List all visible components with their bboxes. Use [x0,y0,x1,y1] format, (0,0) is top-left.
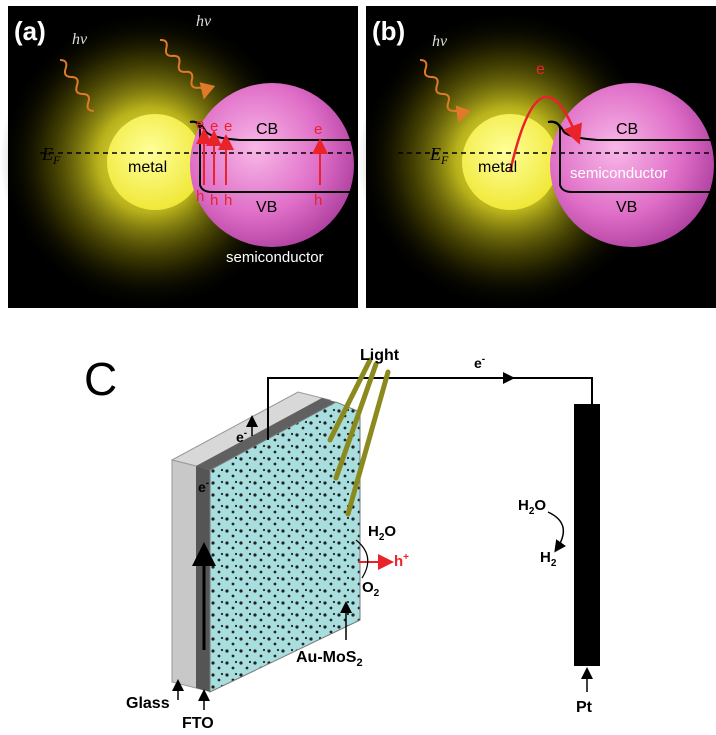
hot-electron-transfer-arrow [508,95,583,173]
svg-text:h: h [224,192,232,209]
au-mos2-electrode [209,401,361,693]
hydrogen-label: H2 [540,549,557,569]
semiconductor-particle [190,83,354,247]
svg-text:h: h [196,188,204,205]
pt-electrode [574,404,600,666]
fermi-label: EF [41,144,61,167]
panel-b-label: (b) [372,16,405,46]
wire-electron-label: e- [236,428,247,445]
electron-label: e [536,61,545,78]
cathode-water-label: H2O [518,497,546,517]
panel-c: C Light e- [84,347,600,732]
oxygen-evolution-arrow [355,539,369,579]
photon-label-1: hv [72,31,88,48]
semiconductor-particle [550,83,714,247]
light-label: Light [360,347,400,364]
svg-text:e: e [314,121,322,138]
panel-a-label: (a) [14,16,46,46]
metal-label: metal [478,159,517,176]
light-rays [327,357,391,517]
photon-label-2: hv [196,13,212,30]
vb-label: VB [616,199,637,216]
semiconductor-label: semiconductor [570,165,668,182]
vb-label: VB [256,199,277,216]
svg-text:e: e [196,116,204,133]
metal-label: metal [128,159,167,176]
cb-label: CB [616,121,638,138]
panel-a: (a) hv hv EF metal CB VB semiconductor e… [0,6,360,310]
pt-label: Pt [576,699,593,716]
cb-label: CB [256,121,278,138]
photon-wave [419,59,471,124]
metal-particle [107,114,203,210]
glass-label: Glass [126,695,170,712]
semiconductor-label: semiconductor [226,249,324,266]
electron-labels: e e e e [196,116,322,138]
photon-wave-1 [59,59,94,112]
svg-text:e: e [224,118,232,135]
panel-c-label: C [84,353,117,405]
fto-label: FTO [182,715,214,732]
au-mos2-label: Au-MoS2 [296,649,363,669]
fermi-label: EF [429,144,449,167]
circuit-electron-label: e- [474,354,485,371]
oxygen-label: O2 [362,579,380,599]
svg-text:e: e [210,118,218,135]
excitation-arrows [196,128,328,185]
photon-wave-2 [159,38,216,100]
photon-label: hv [432,33,448,50]
fto-electron-label: e- [198,478,209,495]
hydrogen-evolution-arrow [547,511,567,553]
svg-text:h: h [210,192,218,209]
hole-label: h+ [394,552,409,570]
metal-particle [462,114,558,210]
panel-b: (b) hv e EF metal CB semiconductor VB [358,6,716,310]
hole-labels: h h h h [196,188,322,209]
external-circuit-wire [267,377,593,440]
svg-text:h: h [314,192,322,209]
fto-top [196,398,336,470]
anode-water-label: H2O [368,523,396,543]
